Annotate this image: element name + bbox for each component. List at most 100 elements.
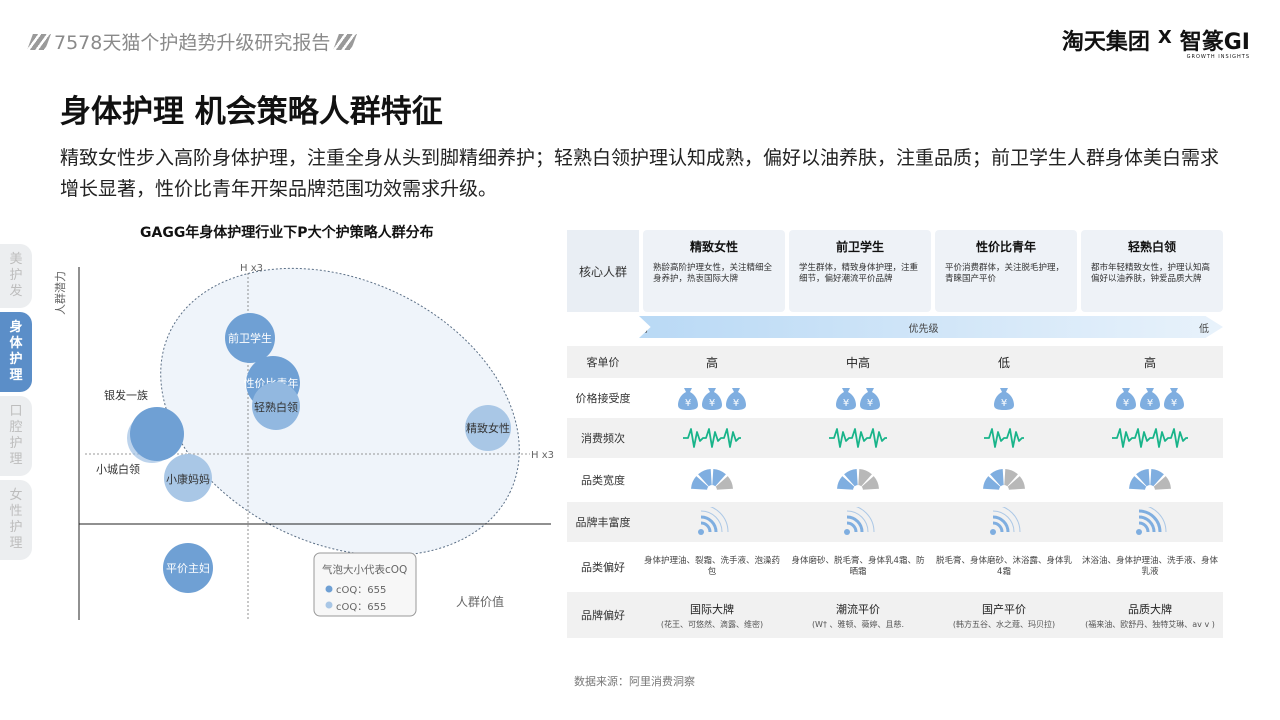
row-label: 消费频次 <box>581 432 625 445</box>
persona-name: 性价比青年 <box>975 240 1036 254</box>
persona-desc: 学生群体，精致身体护理，注重细节，偏好潮流平价品牌 <box>799 263 919 284</box>
bubble-well-off-moms: 小康妈妈 <box>164 454 212 502</box>
brand-right: 智篆GI <box>1179 30 1250 55</box>
side-nav-char: 护 <box>9 436 23 451</box>
acceptance-row: 价格接受度 ¥¥¥ ¥¥ ¥ ¥¥¥ <box>567 380 1223 418</box>
money-symbol: ¥ <box>1171 398 1177 409</box>
money-bag-icon: ¥ <box>1116 388 1136 410</box>
side-nav-char: 身 <box>9 320 23 335</box>
fan-gauge-icon <box>1129 469 1171 492</box>
side-nav-item-feminine-care[interactable]: 女性护理 <box>0 480 32 560</box>
brand-preference-row: 品牌偏好 国际大牌 (花王、可悠然、滴露、维密) 潮流平价 (W† 、雅顿、薇婷… <box>567 592 1223 640</box>
money-bag-icon: ¥ <box>994 388 1014 410</box>
price-value: 高 <box>705 355 718 370</box>
persona-name: 前卫学生 <box>835 240 884 254</box>
money-symbol: ¥ <box>709 398 715 409</box>
fan-gauge-icon <box>837 469 879 492</box>
brand-pref: 潮流平价 (W† 、雅顿、薇婷、且慈. <box>785 601 931 630</box>
brand-x: X <box>1157 27 1172 48</box>
breadth-cell <box>1077 468 1223 492</box>
acceptance-cell: ¥ ¥ ¥ <box>639 385 785 411</box>
brand-pref: 国际大牌 (花王、可悠然、滴露、维密) <box>639 601 785 630</box>
side-nav-char: 体 <box>9 336 23 351</box>
money-bag-icon: ¥ <box>836 388 856 410</box>
priority-row: 高 优先级 低 <box>639 312 1223 340</box>
priority-label: 优先级 <box>908 323 939 335</box>
money-bag-icon: ¥ <box>1164 388 1184 410</box>
pulse-icon <box>683 428 741 448</box>
brand-pref: 品质大牌 (福来油、欧舒丹、独特艾琳、av v ) <box>1077 601 1223 630</box>
side-nav-item-hair-care[interactable]: 美护发 <box>0 244 32 308</box>
price-value: 中高 <box>845 355 870 370</box>
persona-name: 轻熟白领 <box>1127 240 1176 254</box>
acceptance-cell: ¥ <box>931 385 1077 411</box>
side-nav-char: 美 <box>9 252 23 267</box>
signal-icon <box>1136 507 1167 535</box>
richness-cell <box>639 507 785 537</box>
side-nav-char: 护 <box>9 352 23 367</box>
pulse-icon <box>829 428 887 448</box>
money-symbol: ¥ <box>1147 398 1153 409</box>
y-axis-label: 人群潜力 <box>53 271 67 315</box>
persona-card-refined-women: 精致女性 熟龄高阶护理女性，关注精细全身养护，热衷国际大牌 <box>643 230 785 312</box>
acceptance-cell: ¥¥ <box>785 385 931 411</box>
brand-gi: 智篆GI GROWTH INSIGHTS <box>1180 24 1250 60</box>
side-nav-item-body-care[interactable]: 身体护理 <box>0 312 32 392</box>
bubble-label: 银发一族 <box>104 388 148 402</box>
legend-title: 气泡大小代表cOQ <box>322 563 407 576</box>
price-value: 高 <box>1143 355 1156 370</box>
richness-cell <box>931 507 1077 537</box>
report-title-text: 7578天猫个护趋势升级研究报告 <box>54 32 331 54</box>
page-description: 精致女性步入高阶身体护理，注重全身从头到脚精细养护；轻熟白领护理认知成熟，偏好以… <box>60 147 1220 200</box>
priority-low: 低 <box>1199 323 1209 335</box>
side-nav-char: 护 <box>9 268 23 283</box>
side-nav-char: 护 <box>9 520 23 535</box>
bubble-refined-women: 精致女性 <box>465 405 511 451</box>
brand-logo: 淘天集团 X 智篆GI GROWTH INSIGHTS <box>1062 24 1250 60</box>
bubble-label: 精致女性 <box>466 421 510 435</box>
side-nav-char: 理 <box>9 368 23 383</box>
persona-card-frontier-students: 前卫学生 学生群体，精致身体护理，注重细节，偏好潮流平价品牌 <box>789 230 931 312</box>
money-bag-icon: ¥ <box>726 388 746 410</box>
side-nav-char: 发 <box>9 284 23 299</box>
signal-icon <box>844 507 875 535</box>
chart-title: GAGG年身体护理行业下P大个护策略人群分布 <box>140 225 434 241</box>
side-nav-char: 理 <box>9 452 23 467</box>
priority-high: 高 <box>638 323 648 335</box>
side-nav-char: 性 <box>9 504 23 519</box>
side-nav-char: 女 <box>9 488 23 503</box>
money-bag-icon: ¥ <box>860 388 880 410</box>
row-label: 价格接受度 <box>575 392 631 405</box>
brand-pref-sub: (韩方五谷、水之蔻、玛贝拉) <box>952 619 1056 629</box>
bubble-budget-housewives: 平价主妇 <box>163 543 213 593</box>
bubble-label-small-city: 小城白领 <box>96 462 140 476</box>
slash-decoration-icon <box>333 33 358 50</box>
frequency-cell <box>785 426 931 450</box>
core-persona-row: 核心人群 精致女性 熟龄高阶护理女性，关注精细全身养护，热衷国际大牌 前卫学生 … <box>567 230 1223 312</box>
acceptance-cell: ¥ ¥ ¥ <box>1077 385 1223 411</box>
money-symbol: ¥ <box>1123 398 1129 409</box>
brand-sub: GROWTH INSIGHTS <box>1186 54 1250 60</box>
money-bag-icon: ¥ <box>702 388 722 410</box>
bubble-label: 小康妈妈 <box>166 472 210 486</box>
persona-table: 核心人群 精致女性 熟龄高阶护理女性，关注精细全身养护，热衷国际大牌 前卫学生 … <box>567 230 1223 640</box>
brand-pref: 国产平价 (韩方五谷、水之蔻、玛贝拉) <box>931 601 1077 630</box>
breadth-cell <box>639 468 785 492</box>
money-symbol: ¥ <box>1001 398 1007 409</box>
price-row: 客单价 高 中高 低 高 <box>567 346 1223 380</box>
bubble-label: 轻熟白领 <box>254 400 298 414</box>
brand-left: 淘天集团 <box>1061 30 1150 55</box>
side-nav-item-oral-care[interactable]: 口腔护理 <box>0 396 32 476</box>
category-pref: 沐浴油、身体护理油、洗手液、身体乳液 <box>1081 556 1218 577</box>
breadth-row: 品类宽度 <box>567 460 1223 502</box>
money-symbol: ¥ <box>843 398 849 409</box>
row-label: 品类宽度 <box>581 474 625 487</box>
row-label: 品牌偏好 <box>581 609 625 622</box>
fan-gauge-icon <box>983 469 1025 492</box>
signal-icon <box>698 507 729 535</box>
persona-desc: 都市年轻精致女性，护理认知高偏好以油养肤，钟爱品质大牌 <box>1091 263 1211 284</box>
money-symbol: ¥ <box>733 398 739 409</box>
money-symbol: ¥ <box>867 398 873 409</box>
signal-icon <box>990 507 1021 535</box>
money-symbol: ¥ <box>685 398 691 409</box>
